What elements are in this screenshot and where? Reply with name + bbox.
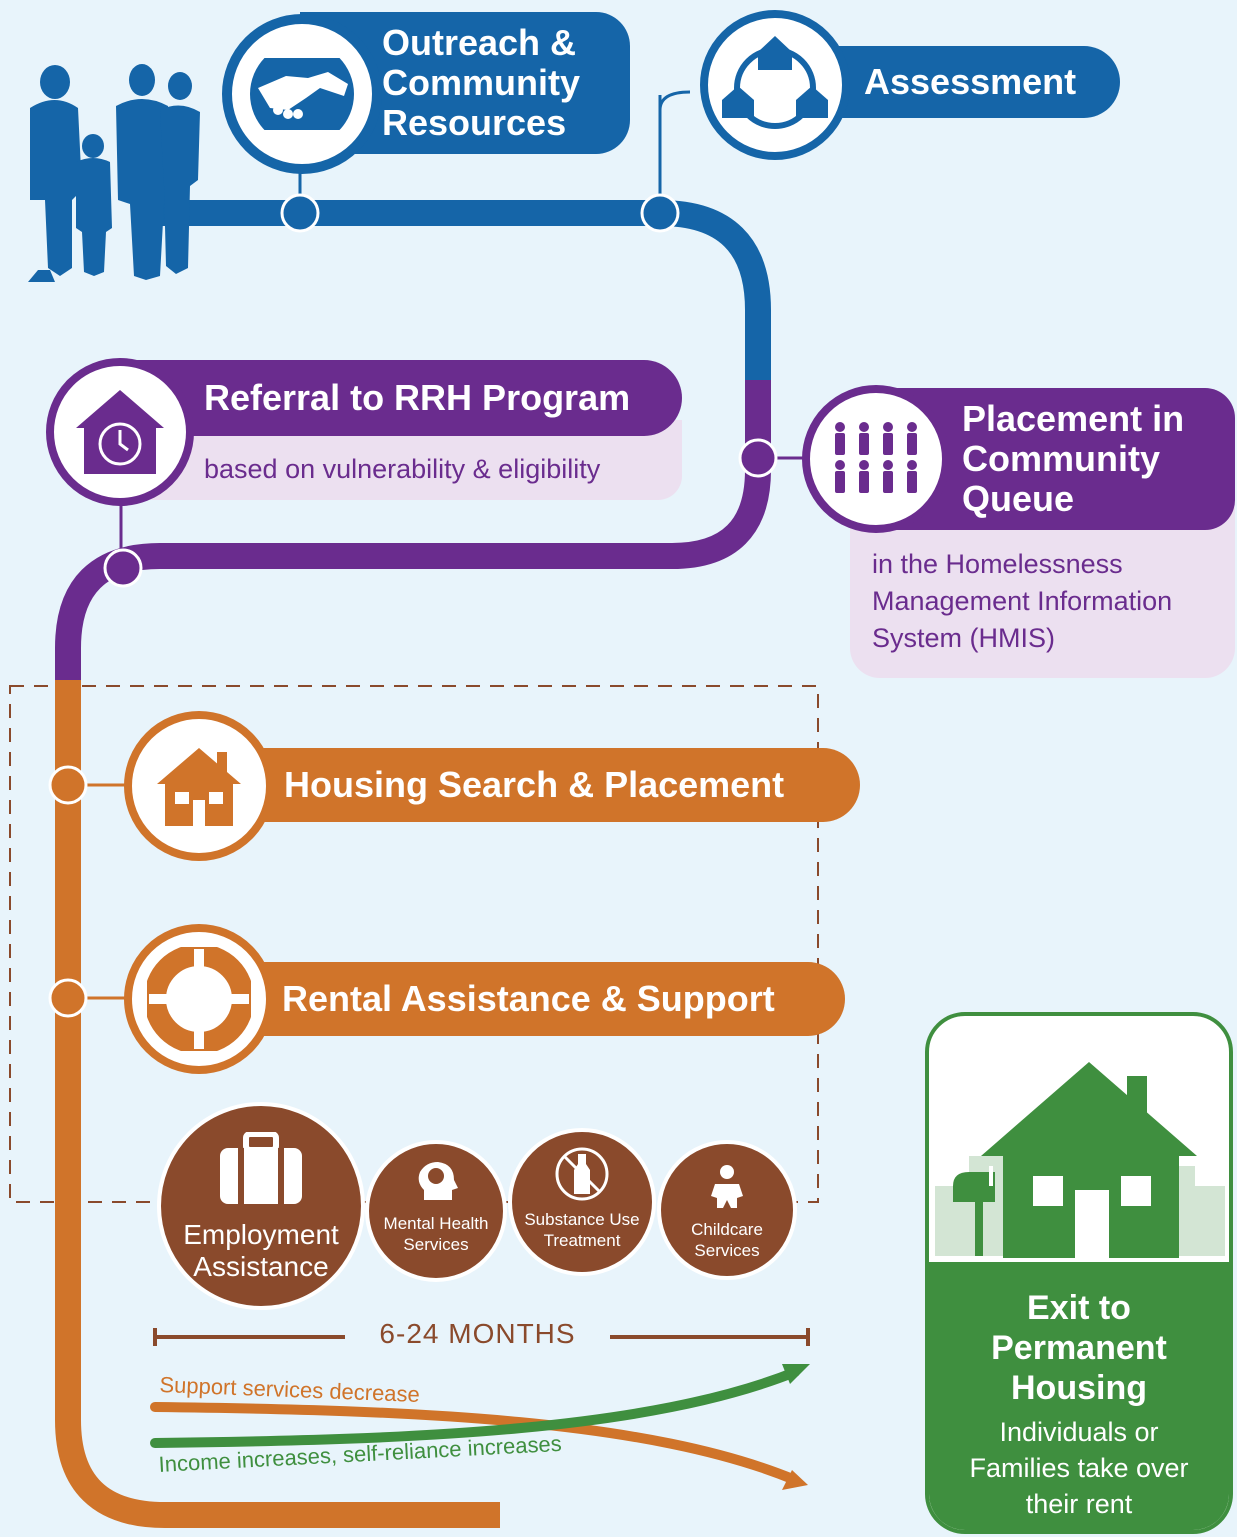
house-mailbox-icon — [935, 1062, 1225, 1258]
rental-pill: Rental Assistance & Support — [200, 962, 845, 1036]
trend-decrease-line — [150, 1402, 800, 1485]
path-purple-segment — [55, 380, 771, 680]
exit-text-area: Exit to Permanent Housing Individuals or… — [929, 1262, 1229, 1530]
node-queue — [738, 438, 778, 478]
house-icon — [124, 711, 274, 861]
exit-card: Exit to Permanent Housing Individuals or… — [925, 1012, 1233, 1534]
briefcase-icon — [220, 1131, 302, 1204]
service-substance: Substance Use Treatment — [508, 1128, 656, 1276]
referral-pill: Referral to RRH Program — [120, 360, 682, 436]
node-housing-search — [48, 765, 88, 805]
referral-subtitle: based on vulnerability & eligibility — [204, 454, 601, 484]
house-clock-icon — [46, 358, 194, 506]
assessment-title: Assessment — [864, 61, 1077, 102]
head-brain-icon — [418, 1162, 458, 1200]
housing-search-title: Housing Search & Placement — [284, 764, 785, 805]
trend-increase-line — [150, 1367, 800, 1448]
node-referral — [103, 548, 143, 588]
housing-search-pill: Housing Search & Placement — [200, 748, 860, 822]
queue-pill: Placement in Community Queue — [880, 388, 1235, 530]
homes-cycle-icon — [700, 10, 850, 160]
outreach-title: Outreach & Community Resources — [382, 22, 580, 143]
node-rental — [48, 978, 88, 1018]
life-ring-icon — [124, 924, 274, 1074]
queue-subtitle: in the Homelessness Management Informati… — [872, 549, 1173, 653]
rental-title: Rental Assistance & Support — [282, 978, 775, 1019]
service-employment: Employment Assistance — [157, 1102, 365, 1310]
service-childcare-label: Childcare Services — [691, 1220, 763, 1260]
service-substance-label: Substance Use Treatment — [524, 1210, 640, 1250]
service-mental-health: Mental Health Services — [365, 1140, 507, 1282]
queue-title: Placement in Community Queue — [962, 398, 1185, 519]
timeline-duration: 6-24 MONTHS — [379, 1318, 576, 1349]
baby-icon — [711, 1165, 743, 1208]
node-assessment — [640, 193, 680, 233]
service-employment-label: Employment Assistance — [183, 1219, 339, 1282]
handshake-icon — [222, 14, 382, 174]
path-orange-segment — [55, 680, 500, 1528]
exit-title: Exit to Permanent Housing — [991, 1289, 1167, 1407]
referral-title: Referral to RRH Program — [204, 377, 631, 418]
service-mental-health-label: Mental Health Services — [383, 1214, 489, 1254]
no-alcohol-icon — [555, 1147, 609, 1201]
exit-subtitle: Individuals or Families take over their … — [969, 1417, 1189, 1519]
people-grid-icon — [802, 385, 950, 533]
node-outreach — [280, 193, 320, 233]
path-blue-segment — [150, 200, 771, 380]
family-silhouette-icon — [28, 64, 200, 282]
service-childcare: Childcare Services — [657, 1140, 797, 1280]
